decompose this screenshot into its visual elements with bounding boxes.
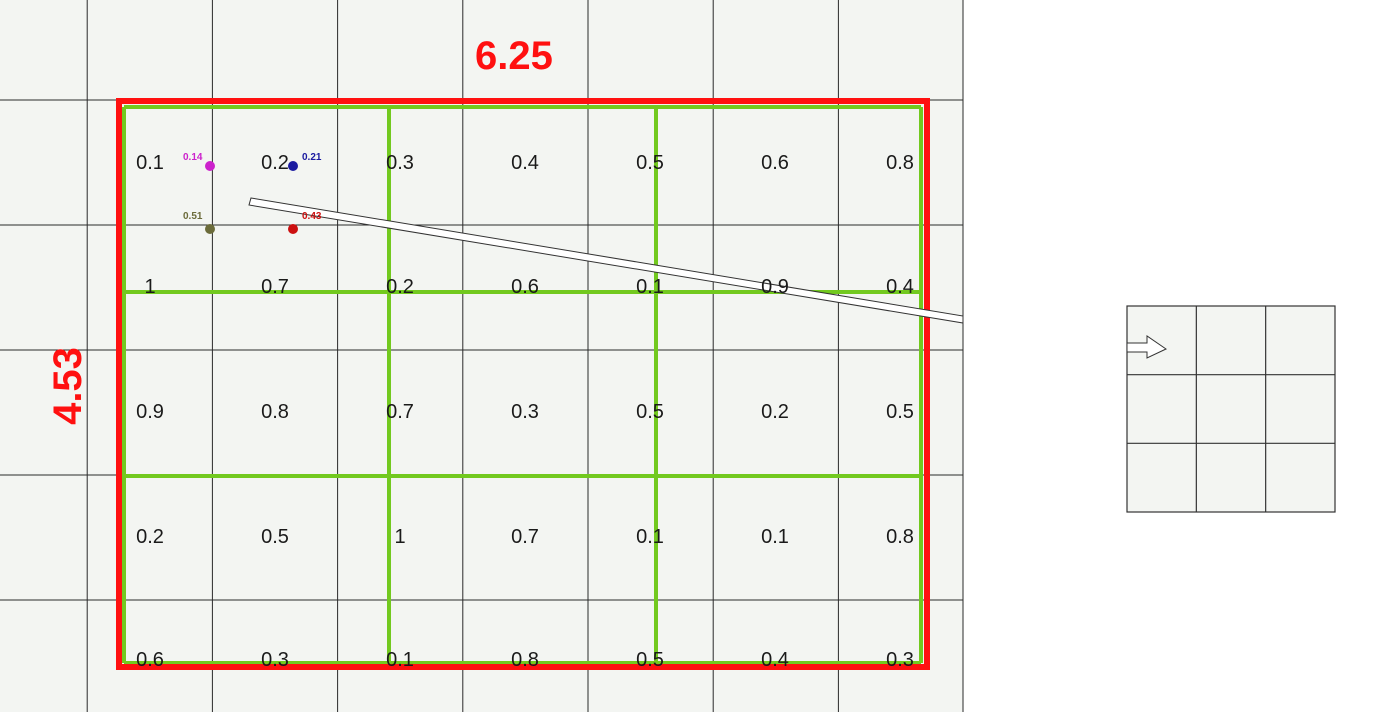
- sample-point-label: 0.14: [183, 152, 203, 163]
- cell-value: 0.5: [636, 152, 664, 174]
- cell-value: 0.5: [886, 401, 914, 423]
- cell-value: 0.5: [636, 401, 664, 423]
- cell-value: 0.8: [886, 526, 914, 548]
- sample-point: [205, 224, 215, 234]
- cell-value: 0.8: [511, 649, 539, 671]
- cell-value: 0.9: [761, 276, 789, 298]
- sampling-arrow-shaft: [248, 197, 964, 324]
- sample-point: [205, 161, 215, 171]
- cell-value: 0.2: [261, 152, 289, 174]
- cell-value: 0.8: [261, 401, 289, 423]
- sample-point: [288, 161, 298, 171]
- cell-value: 0.1: [386, 649, 414, 671]
- sample-point: [288, 224, 298, 234]
- cell-value: 0.5: [636, 649, 664, 671]
- cell-value: 0.4: [761, 649, 789, 671]
- cell-value: 0.7: [261, 276, 289, 298]
- cell-value: 0.9: [136, 401, 164, 423]
- cell-value: 0.5: [261, 526, 289, 548]
- sample-point-label: 0.43: [302, 211, 322, 222]
- cell-value: 0.2: [386, 276, 414, 298]
- cell-value: 0.2: [136, 526, 164, 548]
- cell-value: 0.3: [886, 649, 914, 671]
- arrow-right-icon: [1126, 335, 1168, 359]
- cell-value: 0.6: [136, 649, 164, 671]
- output-grid: [1126, 305, 1336, 513]
- cell-value: 0.4: [511, 152, 539, 174]
- selection-frame: [116, 98, 930, 670]
- cell-value: 0.1: [636, 526, 664, 548]
- cell-value: 0.2: [761, 401, 789, 423]
- cell-value: 0.8: [886, 152, 914, 174]
- cell-value: 0.6: [511, 276, 539, 298]
- cell-value: 0.3: [261, 649, 289, 671]
- sample-point-label: 0.21: [302, 152, 322, 163]
- cell-value: 0.7: [386, 401, 414, 423]
- cell-value: 0.1: [761, 526, 789, 548]
- sample-point-label: 0.51: [183, 211, 203, 222]
- cell-value: 0.7: [511, 526, 539, 548]
- output-grid-frame: [1126, 305, 1336, 513]
- input-grid-background: [0, 0, 963, 712]
- selection-height-label: 4.53: [46, 347, 90, 425]
- cell-value: 0.1: [636, 276, 664, 298]
- cell-value: 0.1: [136, 152, 164, 174]
- sample-points: [205, 161, 298, 234]
- cell-value: 0.6: [761, 152, 789, 174]
- cell-value: 1: [144, 276, 156, 298]
- selection-width-label: 6.25: [475, 34, 553, 78]
- cell-value: 0.4: [886, 276, 914, 298]
- cell-value: 0.3: [511, 401, 539, 423]
- cell-value: 0.3: [386, 152, 414, 174]
- cell-value: 1: [394, 526, 406, 548]
